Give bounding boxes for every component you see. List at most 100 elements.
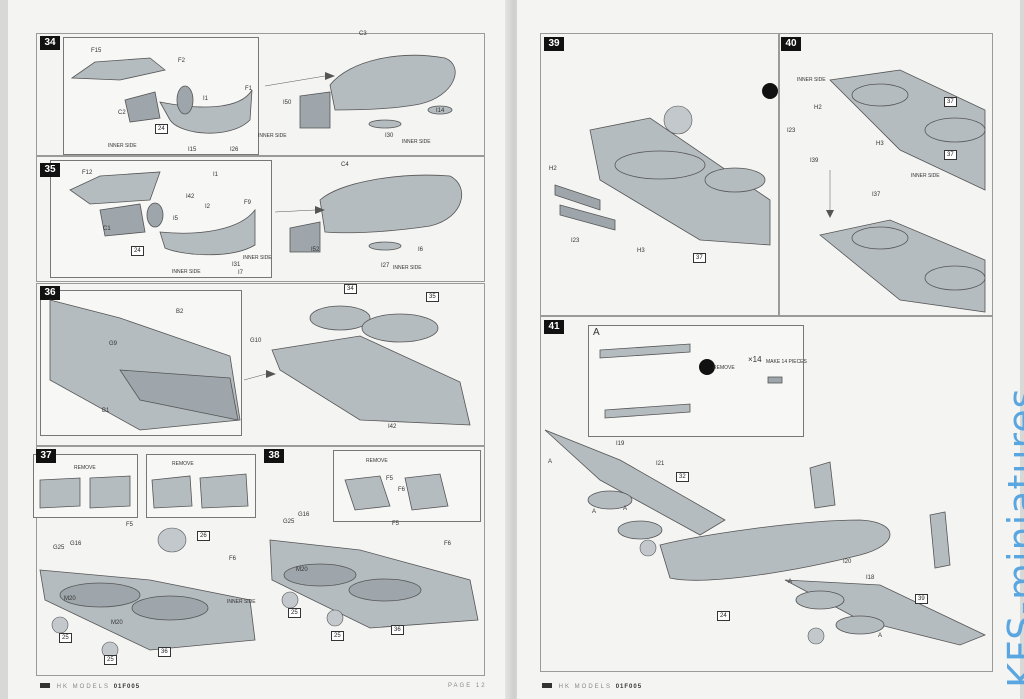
part-label: I30 [385, 133, 394, 139]
part-label: F5 [386, 476, 394, 482]
part-label: I18 [866, 575, 875, 581]
step-36-panel [36, 283, 485, 446]
reference-box: 39 [915, 594, 928, 604]
part-label: I27 [381, 263, 390, 269]
step-number-40: 40 [781, 37, 801, 51]
footer-brand: HK MODELS [56, 684, 111, 690]
step-35-panel [36, 156, 485, 282]
part-label: A [788, 579, 793, 585]
footer-brand: HK MODELS [558, 684, 613, 690]
part-label: G16 [70, 541, 82, 547]
part-label: H3 [876, 141, 884, 147]
part-label: G10 [250, 338, 262, 344]
inner-side-note: INNER SIDE [243, 255, 272, 261]
reference-box: 24 [717, 611, 730, 621]
reference-box: 36 [391, 625, 404, 635]
reference-box: 34 [344, 284, 357, 294]
part-label: I5 [173, 216, 179, 222]
inner-side-note: INNER SIDE [227, 599, 256, 605]
part-label: F2 [178, 58, 186, 64]
step-number-37: 37 [36, 449, 56, 463]
part-label: M20 [111, 620, 123, 626]
reference-box: 25 [104, 655, 117, 665]
part-label: C1 [103, 226, 111, 232]
step-number-41: 41 [544, 320, 564, 334]
multiplier: ×14 [748, 355, 762, 364]
part-label: F12 [82, 170, 93, 176]
step-34-subassembly-box [63, 37, 259, 155]
part-label: I21 [656, 461, 665, 467]
part-label: H2 [814, 105, 822, 111]
step-34-panel [36, 33, 485, 156]
remove-note: REMOVE [366, 458, 388, 464]
hk-logo-icon [542, 683, 552, 688]
part-label: G25 [283, 519, 295, 525]
part-label: H2 [549, 166, 557, 172]
part-label: M20 [296, 567, 308, 573]
part-label: G25 [53, 545, 65, 551]
part-label: B1 [102, 408, 110, 414]
part-label: I31 [232, 262, 241, 268]
part-label: I1 [203, 96, 209, 102]
reference-box: 25 [331, 631, 344, 641]
part-label: I42 [186, 194, 195, 200]
part-label: I52 [311, 247, 320, 253]
remove-note: REMOVE [713, 365, 735, 371]
watermark: KFS-miniatures [978, 388, 1024, 698]
watermark-text: KFS-miniatures [1000, 387, 1024, 688]
part-label: I6 [418, 247, 424, 253]
inner-side-note: INNER SIDE [258, 133, 287, 139]
step-number-38: 38 [264, 449, 284, 463]
step-number-39: 39 [544, 37, 564, 51]
part-label: B2 [176, 309, 184, 315]
part-label: G9 [109, 341, 118, 347]
part-label: I42 [388, 424, 397, 430]
inner-side-note: INNER SIDE [393, 265, 422, 271]
part-label: F6 [398, 487, 406, 493]
part-label: I39 [810, 158, 819, 164]
part-label: A [548, 459, 553, 465]
part-label: H3 [637, 248, 645, 254]
part-label: C4 [341, 162, 349, 168]
inner-side-note: INNER SIDE [797, 77, 826, 83]
step-number-36: 36 [40, 286, 60, 300]
inset-label: A [593, 327, 600, 338]
part-label: I20 [843, 559, 852, 565]
footer-code: 01F005 [615, 684, 643, 690]
inner-side-note: INNER SIDE [911, 173, 940, 179]
part-label: I19 [616, 441, 625, 447]
part-label: I23 [571, 238, 580, 244]
part-label: A [592, 509, 597, 515]
reference-box: 24 [155, 124, 168, 134]
part-label: I2 [205, 204, 211, 210]
step-40-panel [778, 33, 993, 316]
part-label: I37 [872, 192, 881, 198]
part-label: I7 [238, 270, 244, 276]
reference-box: 25 [288, 608, 301, 618]
step-number-34: 34 [40, 36, 60, 50]
part-label: F6 [444, 541, 452, 547]
part-label: F5 [392, 521, 400, 527]
step-41-panel [540, 316, 993, 672]
part-label: I23 [787, 128, 796, 134]
step-37-38-panel [36, 446, 485, 676]
part-label: F9 [244, 200, 252, 206]
part-label: I1 [213, 172, 219, 178]
part-label: A [623, 506, 628, 512]
step-39-panel [540, 33, 780, 316]
part-label: A [878, 633, 883, 639]
reference-box: 37 [944, 97, 957, 107]
reference-box: 32 [676, 472, 689, 482]
make-pieces-note: MAKE 14 PIECES [766, 359, 807, 365]
part-label: G16 [298, 512, 310, 518]
footer-left: HK MODELS 01F005 [40, 683, 140, 690]
inner-side-note: INNER SIDE [402, 139, 431, 145]
reference-box: 26 [197, 531, 210, 541]
step-number-35: 35 [40, 163, 60, 177]
part-label: I15 [188, 147, 197, 153]
part-label: I14 [436, 108, 445, 114]
part-label: M20 [64, 596, 76, 602]
part-label: F1 [245, 86, 253, 92]
part-label: I50 [283, 100, 292, 106]
